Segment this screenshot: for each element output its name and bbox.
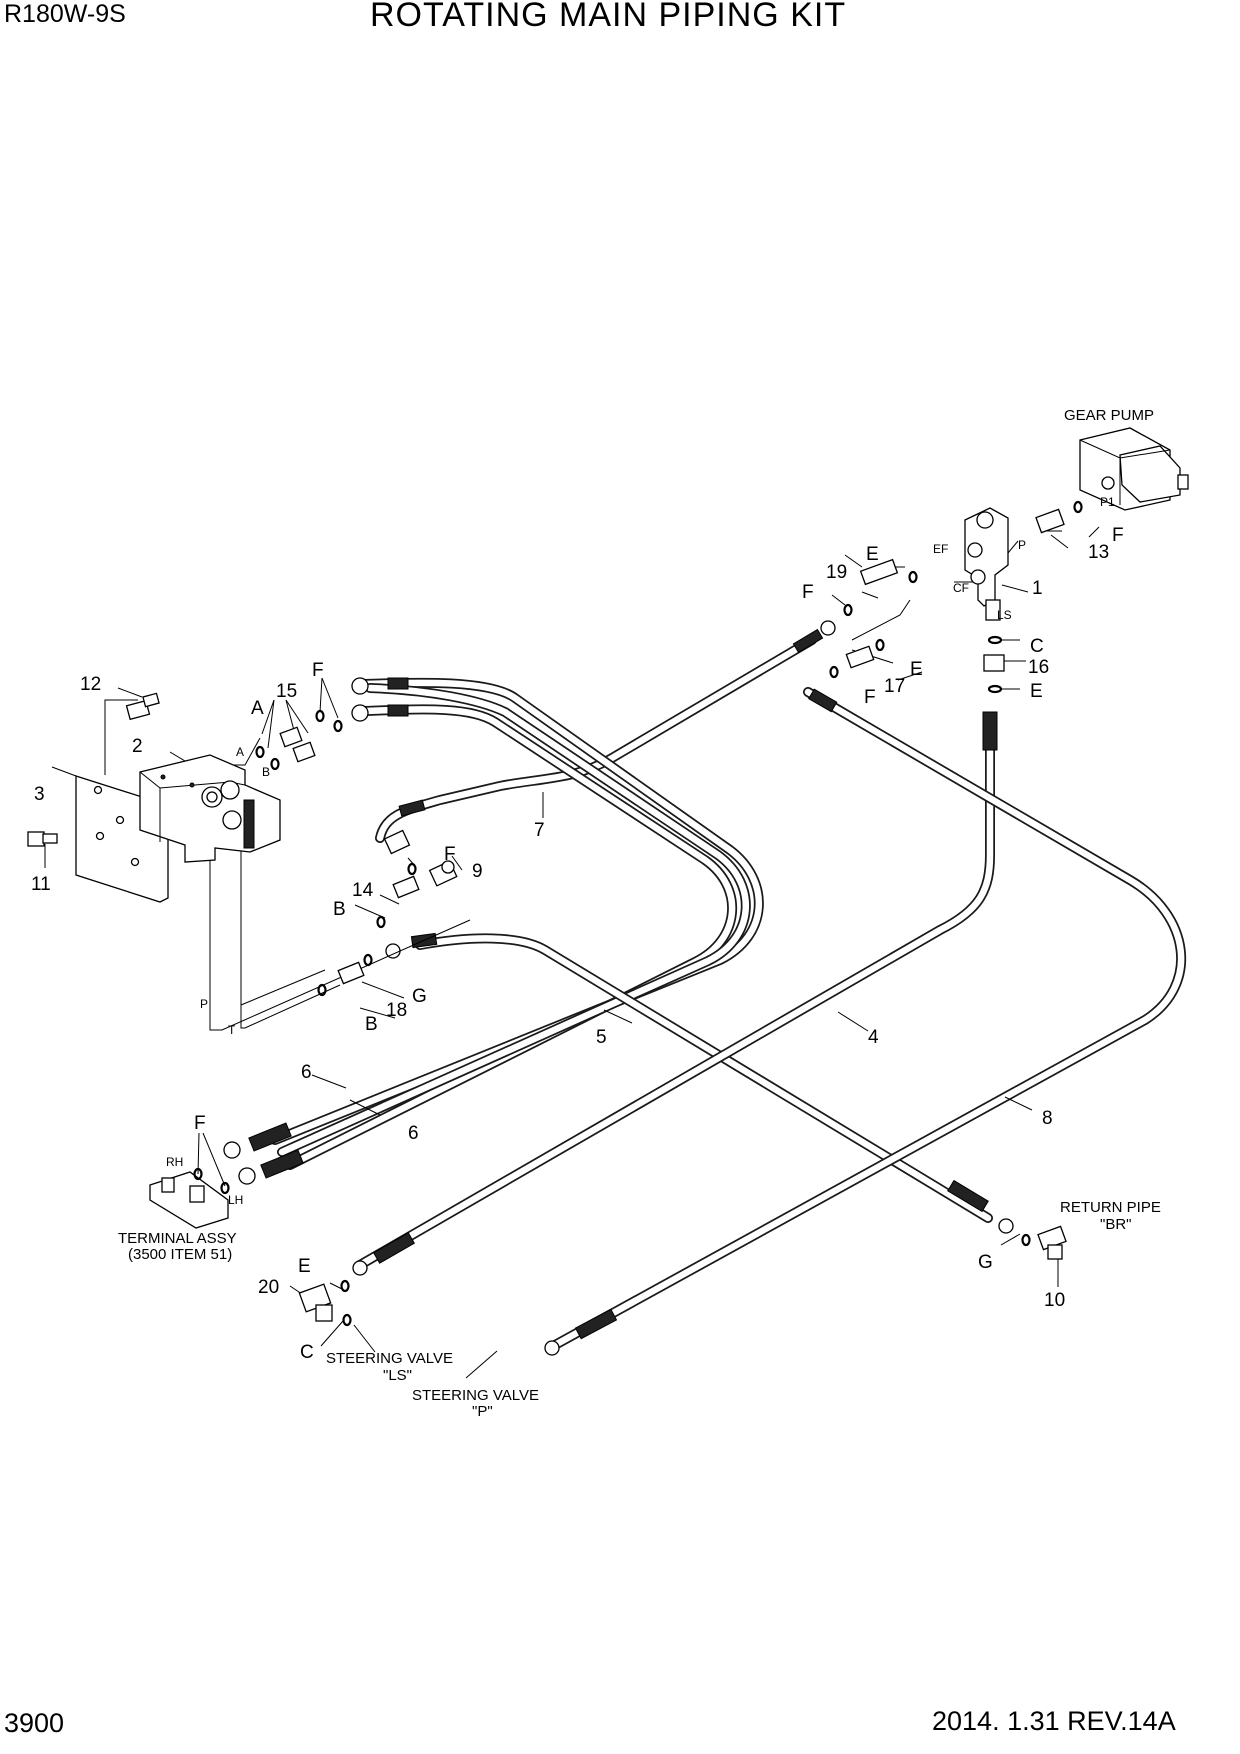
seal-letter-e-17: E — [910, 659, 923, 680]
hose-8 — [544, 687, 1187, 1356]
model-number: R180W-9S — [4, 0, 126, 28]
bolt-12 — [125, 692, 160, 721]
note-gear-pump: GEAR PUMP — [1064, 407, 1154, 424]
fitting-16 — [983, 635, 1005, 694]
callout-10: 10 — [1044, 1290, 1065, 1311]
o-rings-a-f — [255, 709, 343, 771]
seal-letter-c-upper: C — [1030, 636, 1044, 657]
port-label-a: A — [236, 745, 244, 759]
callout-19: 19 — [826, 562, 847, 583]
callout-16: 16 — [1028, 657, 1049, 678]
callout-15: 15 — [276, 681, 297, 702]
callout-6-upper: 6 — [301, 1062, 312, 1083]
callout-4: 4 — [868, 1027, 879, 1048]
port-label-ls: LS — [997, 608, 1012, 622]
hose-4 — [352, 711, 998, 1276]
port-label-b: B — [262, 765, 270, 779]
callout-8: 8 — [1042, 1108, 1053, 1129]
fitting-14 — [376, 875, 420, 929]
seal-letter-e-top: E — [866, 544, 879, 565]
manifold-port-p: P — [200, 997, 208, 1011]
seal-letter-c-lower: C — [300, 1342, 314, 1363]
callout-13: 13 — [1088, 542, 1109, 563]
diagram-title: ROTATING MAIN PIPING KIT — [370, 0, 847, 34]
fitting-19 — [843, 558, 918, 617]
seal-letter-f-19: F — [802, 582, 814, 603]
terminal-assy — [149, 1167, 230, 1229]
callout-12: 12 — [80, 674, 101, 695]
callout-11: 11 — [31, 874, 51, 895]
seal-letter-a: A — [251, 698, 264, 719]
fitting-13 — [1035, 500, 1083, 534]
note-steering-valve-ls-port: "LS" — [383, 1367, 412, 1384]
bolt-11 — [27, 831, 58, 847]
callout-14: 14 — [352, 880, 374, 901]
callout-18: 18 — [386, 1000, 407, 1021]
hose-5 — [385, 932, 1014, 1234]
seal-letter-f-15: F — [312, 660, 324, 681]
fitting-18 — [317, 953, 373, 997]
manifold-block-2 — [139, 754, 281, 863]
seal-letter-f-pump: F — [1112, 525, 1124, 546]
seal-letter-f-terminal: F — [194, 1113, 206, 1134]
revision-date: 2014. 1.31 REV.14A — [932, 1706, 1176, 1736]
callout-5: 5 — [596, 1027, 607, 1048]
callout-numbers: 1 2 3 4 5 6 6 7 8 9 10 11 12 13 14 15 16… — [31, 542, 1109, 1311]
fitting-17 — [829, 638, 885, 679]
seal-letter-e-20: E — [298, 1256, 311, 1277]
port-labels: A B EF CF P LS P1 RH LH P T — [166, 495, 1115, 1207]
seal-letter-b-upper: B — [333, 899, 346, 920]
port-label-lh: LH — [228, 1193, 243, 1207]
note-steering-valve-p: STEERING VALVE — [412, 1387, 539, 1404]
callout-1: 1 — [1032, 578, 1043, 599]
callout-17: 17 — [884, 676, 905, 697]
elbow-20 — [298, 1279, 352, 1327]
seal-letter-b-lower: B — [365, 1014, 378, 1035]
elbow-9 — [383, 829, 458, 887]
callout-3: 3 — [34, 784, 45, 805]
note-terminal-assy: TERMINAL ASSY — [118, 1230, 237, 1247]
seal-letters: A B B C C E E E E F F F F F F G G — [194, 525, 1124, 1363]
gear-pump — [1079, 427, 1189, 511]
port-label-p: P — [1018, 538, 1026, 552]
seal-letter-g-10: G — [978, 1252, 993, 1273]
hose-7 — [375, 620, 836, 843]
callout-7: 7 — [534, 820, 545, 841]
fitting-15 — [279, 726, 316, 763]
seal-letter-e-16: E — [1030, 681, 1043, 702]
seal-letter-g-18: G — [412, 986, 427, 1007]
note-terminal-item: (3500 ITEM 51) — [128, 1246, 232, 1263]
tee-fitting-10 — [1021, 1225, 1067, 1260]
port-label-cf: CF — [953, 581, 969, 595]
hose-6-upper — [223, 677, 764, 1185]
notes: GEAR PUMP RETURN PIPE "BR" TERMINAL ASSY… — [118, 407, 1161, 1420]
note-steering-valve-p-port: "P" — [472, 1403, 493, 1420]
priority-valve-1 — [964, 507, 1009, 621]
callout-9: 9 — [472, 861, 483, 882]
callout-2: 2 — [132, 736, 143, 757]
port-label-ef: EF — [933, 542, 948, 556]
callout-20: 20 — [258, 1277, 279, 1298]
note-return-pipe: RETURN PIPE — [1060, 1199, 1161, 1216]
note-steering-valve-ls: STEERING VALVE — [326, 1350, 453, 1367]
manifold-port-t: T — [228, 1023, 236, 1037]
port-label-rh: RH — [166, 1155, 183, 1169]
port-label-p1: P1 — [1100, 495, 1115, 509]
note-return-pipe-port: "BR" — [1100, 1216, 1132, 1233]
seal-letter-f-17: F — [864, 687, 876, 708]
page-number: 3900 — [4, 1708, 65, 1738]
seal-letter-f-9: F — [444, 844, 456, 865]
callout-6-lower: 6 — [408, 1123, 419, 1144]
